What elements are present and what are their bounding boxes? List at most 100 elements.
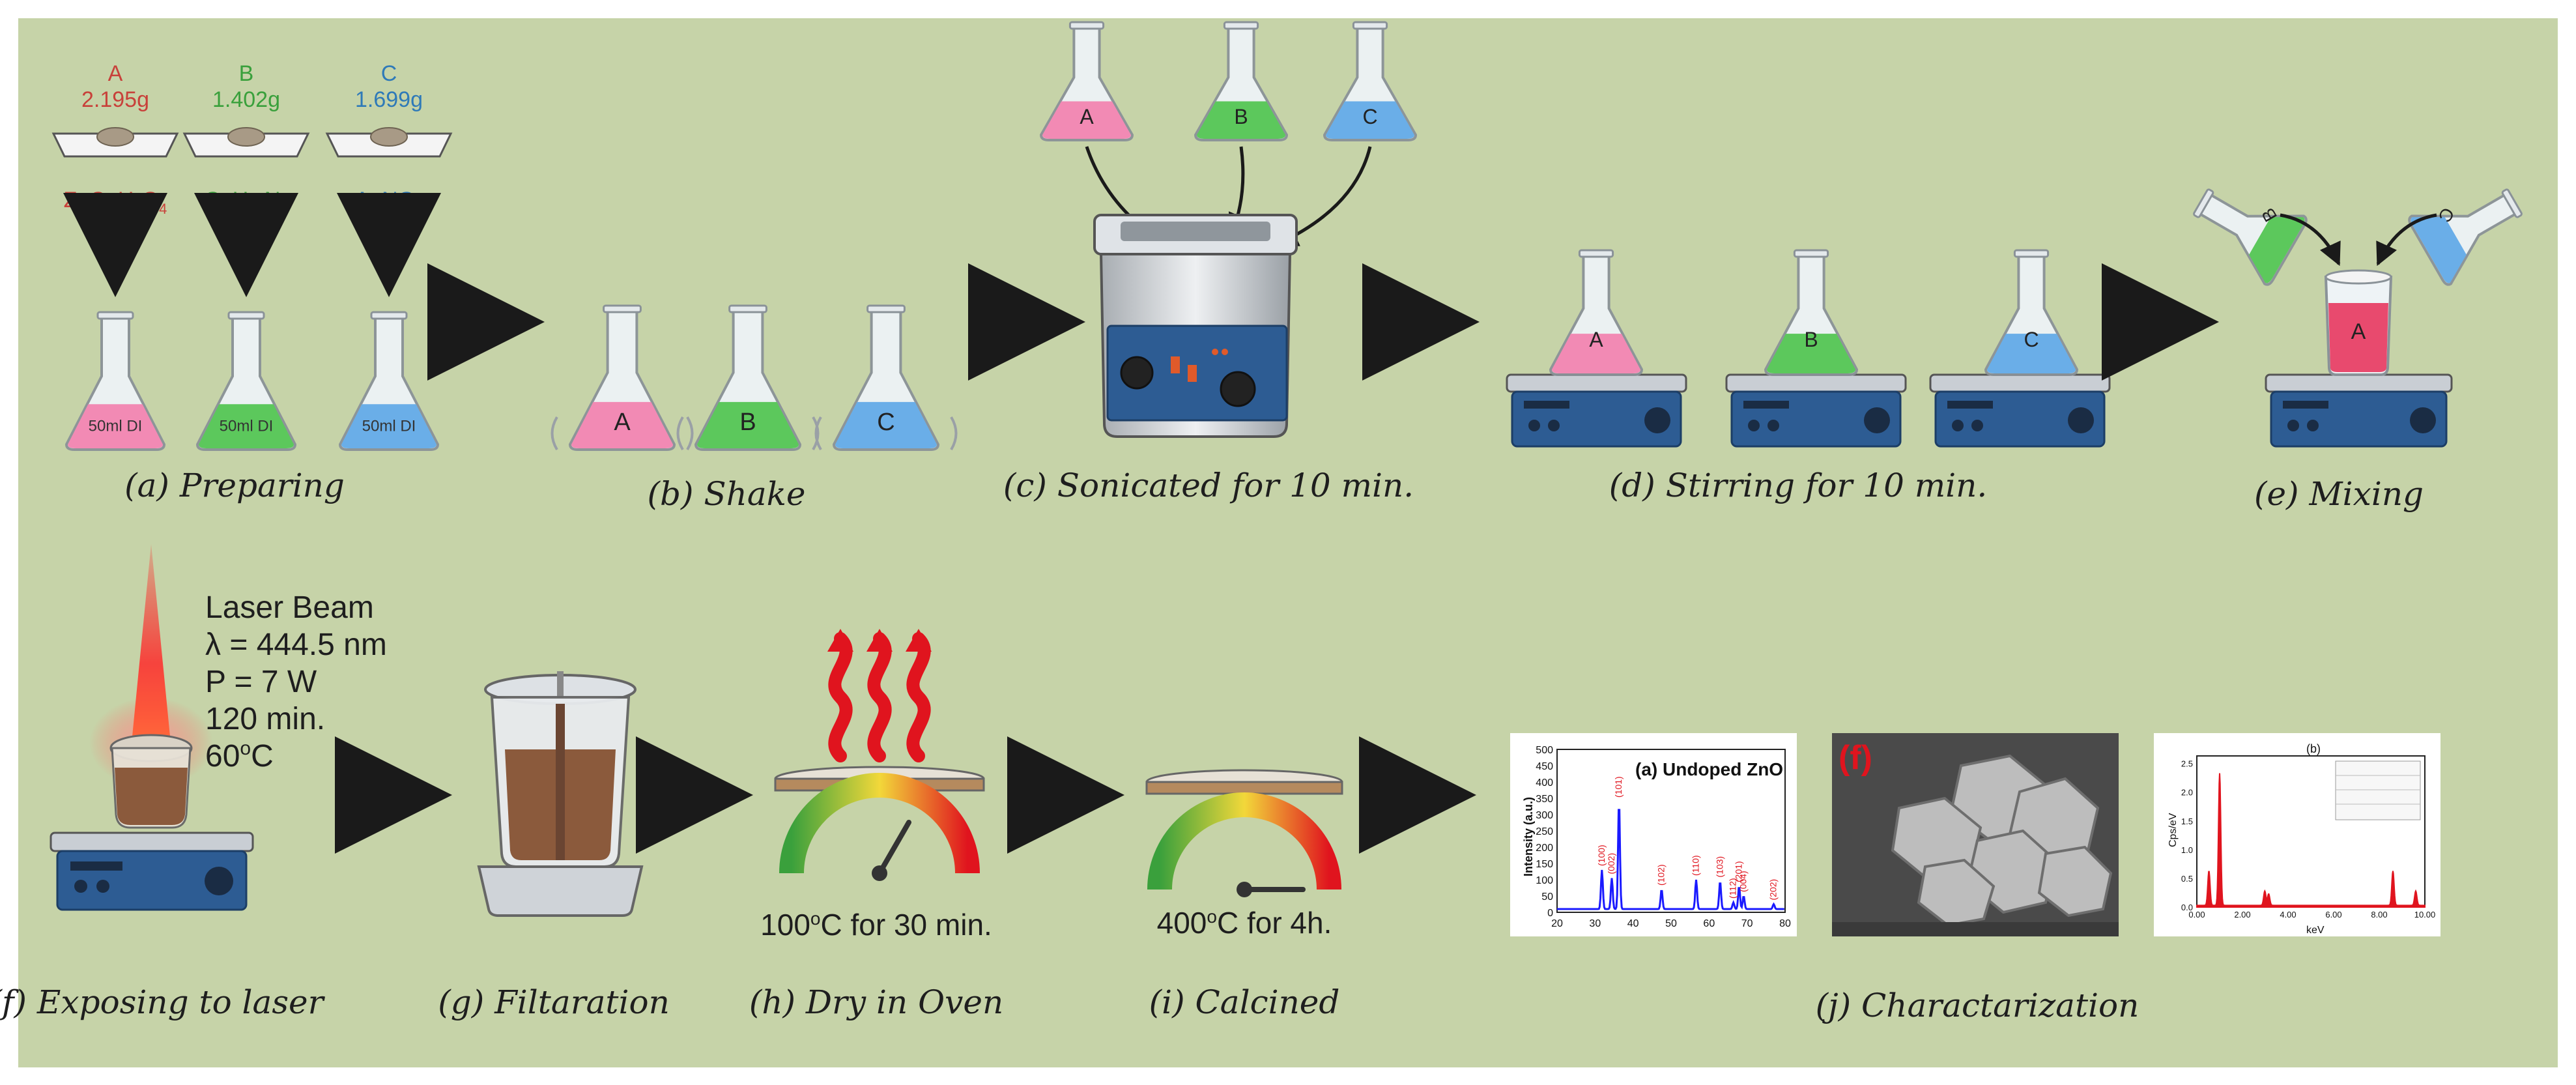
xrd-ytick-label: 500 <box>1536 745 1553 756</box>
edx-ytick-label: 2.0 <box>2181 788 2193 798</box>
stirring-plate-icon <box>1929 373 2111 448</box>
edx-xtick-label: 6.00 <box>2325 910 2341 919</box>
caption-h: (h) Dry in Oven <box>749 983 1003 1021</box>
laser-temperature: 60oC <box>205 738 274 774</box>
laser-parameters: Laser Beam λ = 444.5 nm P = 7 W 120 min.… <box>205 590 387 774</box>
laser-time: 120 min. <box>205 702 325 736</box>
chemical-letter: A <box>108 61 123 86</box>
flask-icon: 50ml DI <box>64 311 166 451</box>
background-panel <box>18 18 2558 1067</box>
shaking-flask-icon: B <box>694 304 802 451</box>
laser-setup <box>50 544 254 911</box>
xrd-peak-label: (202) <box>1768 879 1779 901</box>
xrd-peak-label: (002) <box>1606 853 1616 875</box>
xrd-ytick-label: 450 <box>1536 761 1553 772</box>
caption-j: (j) Charactarization <box>1816 987 2140 1024</box>
chemical-mass: 1.699g <box>355 87 423 112</box>
ultrasonic-bath <box>1093 214 1298 438</box>
edx-inset-table <box>2335 760 2421 820</box>
edx-ytick-label: 1.0 <box>2181 845 2193 855</box>
xrd-peak-label: (101) <box>1613 776 1624 798</box>
beaker-letter: A <box>2351 319 2366 344</box>
caption-f: (f) Exposing to laser <box>0 983 326 1021</box>
laser-power: P = 7 W <box>205 665 317 699</box>
edx-xtick-label: 2.00 <box>2234 910 2250 919</box>
caption-d: (d) Stirring for 10 min. <box>1609 467 1988 504</box>
shaking-flask-icon: A <box>568 304 676 451</box>
stirring-plate-icon <box>1725 373 1907 448</box>
sem-image: (f) <box>1832 733 2119 936</box>
xrd-ytick-label: 50 <box>1541 891 1553 903</box>
edx-xtick-label: 10.00 <box>2414 910 2436 919</box>
flask-letter: A <box>1080 105 1094 128</box>
edx-xtick-label: 8.00 <box>2371 910 2387 919</box>
chemical-letter: B <box>239 61 254 86</box>
edx-ytick-label: 0.0 <box>2181 903 2193 912</box>
chemical-letter: C <box>381 61 397 86</box>
sem-label: (f) <box>1839 739 1872 777</box>
xrd-xtick-label: 40 <box>1627 918 1639 929</box>
xrd-title: (a) Undoped ZnO <box>1635 759 1783 779</box>
xrd-xtick-label: 70 <box>1741 918 1753 929</box>
flask-label: 50ml DI <box>89 417 143 435</box>
caption-e: (e) Mixing <box>2254 475 2424 513</box>
flask-icon: A <box>1549 249 1644 376</box>
stirring-plate-icon <box>1506 373 1687 448</box>
oven-drying <box>774 629 985 881</box>
edx-ytick-label: 1.5 <box>2181 817 2193 826</box>
heat-wave-icon <box>828 632 853 762</box>
xrd-ytick-label: 100 <box>1536 875 1553 886</box>
xrd-peak-label: (201) <box>1733 861 1743 882</box>
flask-label: 50ml DI <box>362 417 416 435</box>
beaker-icon: A <box>2324 269 2393 376</box>
flask-icon: 50ml DI <box>338 311 440 451</box>
xrd-ytick-label: 250 <box>1536 826 1553 837</box>
filtration-apparatus <box>477 671 644 917</box>
chemical-mass: 1.402g <box>212 87 280 112</box>
flask-letter: B <box>1804 328 1818 351</box>
edx-ylabel: Cps/eV <box>2168 813 2179 847</box>
xrd-peak-label: (103) <box>1714 856 1724 878</box>
xrd-ytick-label: 0 <box>1547 908 1553 919</box>
xrd-chart: (a) Undoped ZnO Intensity (a.u.) 0501001… <box>1510 733 1797 936</box>
stirring-plate-icon <box>2265 373 2453 448</box>
edx-xtick-label: 4.00 <box>2280 910 2296 919</box>
xrd-xtick-label: 60 <box>1703 918 1715 929</box>
xrd-xtick-label: 30 <box>1589 918 1601 929</box>
xrd-xtick-label: 20 <box>1551 918 1563 929</box>
edx-xlabel: keV <box>2306 925 2325 936</box>
pouring-flask-icon: B <box>2193 188 2308 286</box>
edx-ytick-label: 2.5 <box>2181 759 2193 769</box>
xrd-ytick-label: 300 <box>1536 810 1553 821</box>
motion-lines <box>551 416 694 451</box>
xrd-ytick-label: 400 <box>1536 777 1553 788</box>
caption-g: (g) Filtaration <box>438 983 670 1021</box>
flask-icon: B <box>1764 249 1859 376</box>
caption-a: (a) Preparing <box>124 467 345 504</box>
xrd-ylabel: Intensity (a.u.) <box>1522 797 1535 876</box>
weighing-boat-icon <box>51 127 179 158</box>
weighing-boat-icon <box>182 127 310 158</box>
edx-ytick-label: 0.5 <box>2181 874 2193 884</box>
calcine-temperature: 400oC for 4h. <box>1157 906 1332 940</box>
shaking-flask-icon: C <box>832 304 940 451</box>
xrd-xtick-label: 80 <box>1779 918 1791 929</box>
oven-temperature: 100oC for 30 min. <box>760 908 992 942</box>
weighing-boat-icon <box>325 127 453 158</box>
xrd-ytick-label: 350 <box>1536 794 1553 805</box>
flask-letter: A <box>1589 328 1603 351</box>
xrd-xtick-label: 50 <box>1665 918 1677 929</box>
xrd-peak-label: (110) <box>1691 855 1701 876</box>
xrd-peak-label: (112) <box>1728 878 1738 899</box>
pour-arrows <box>2280 213 2437 267</box>
flask-letter: A <box>614 409 631 436</box>
flask-icon: 50ml DI <box>195 311 297 451</box>
edx-spectrum <box>2196 773 2426 908</box>
laser-beam-label: Laser Beam <box>205 590 374 625</box>
